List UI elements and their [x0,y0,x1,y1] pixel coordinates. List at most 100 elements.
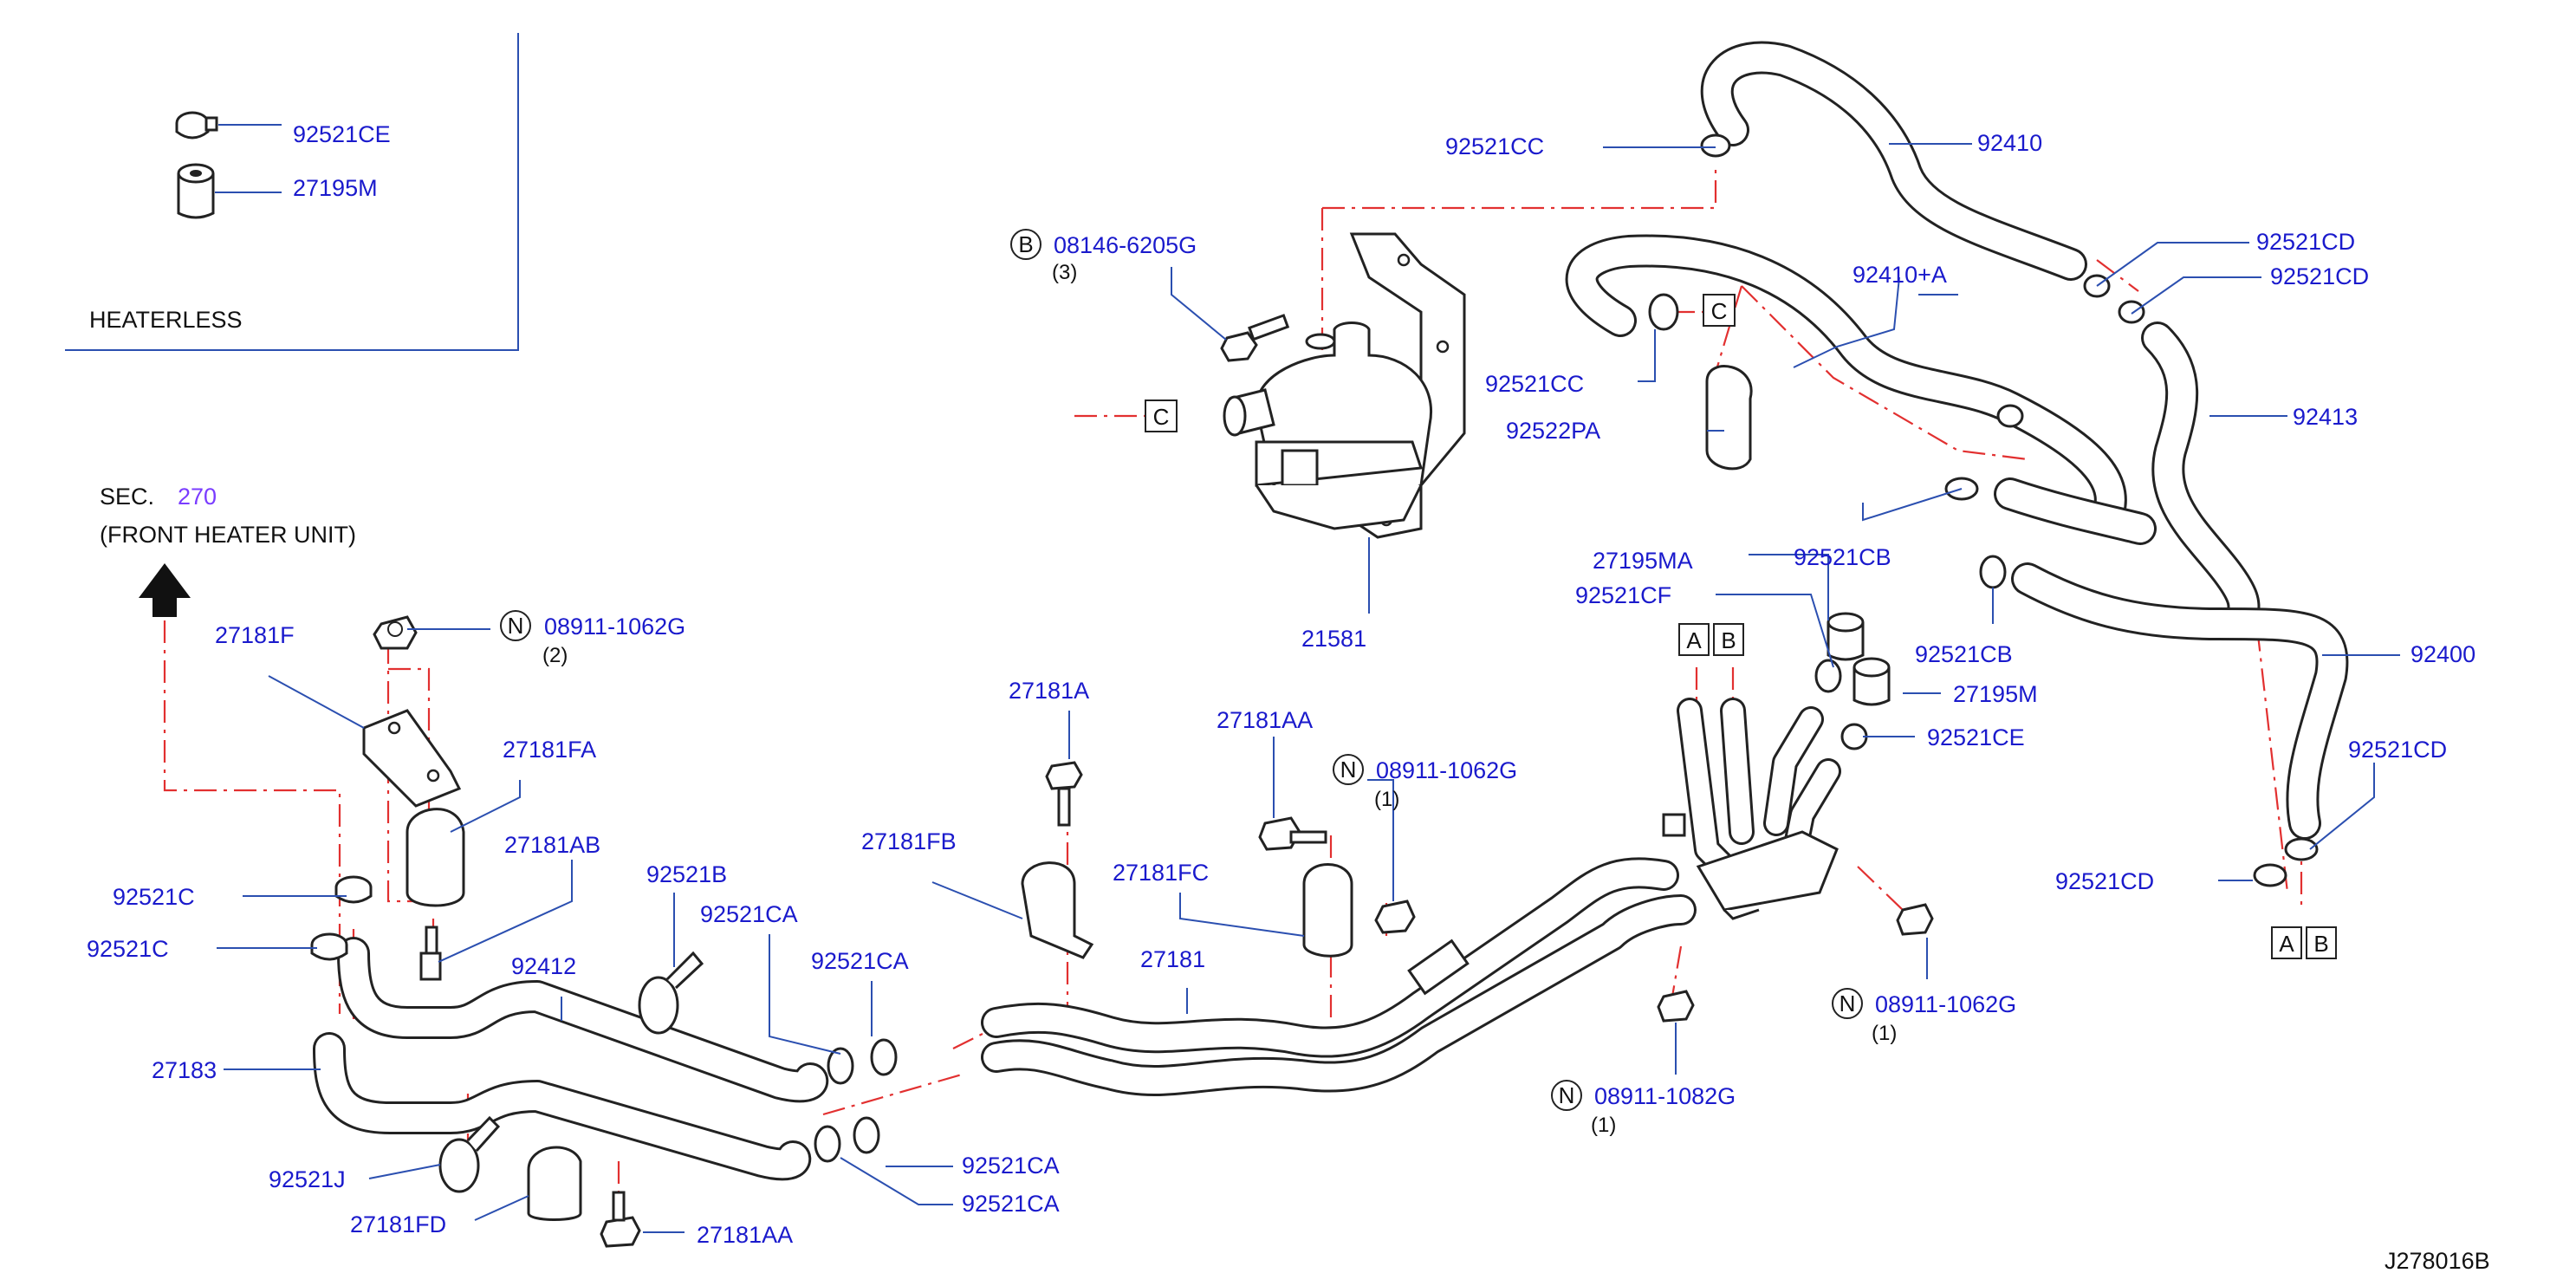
svg-text:N: N [508,613,524,639]
clamp-92521c-1 [334,875,373,904]
label-92410-a: 92410+A [1853,262,1947,288]
label-92521cc-mid: 92521CC [1485,371,1584,397]
section-prefix: SEC. [100,484,154,510]
label-92521ca-1: 92521CA [700,901,798,927]
svg-text:A: A [1686,627,1702,653]
label-27181fd: 27181FD [350,1211,446,1237]
hose-92410-a [1565,234,2157,545]
label-08146-6205g: 08146-6205G [1054,232,1197,258]
label-92413: 92413 [2293,404,2358,430]
label-92521cb-1: 92521CB [1794,544,1891,570]
bracket-27181fa [406,808,465,907]
nut-symbol-d: N [1551,1080,1582,1111]
qty-1-b: (1) [1374,788,1399,811]
label-27181aa-bottom: 27181AA [697,1222,793,1248]
bolt-27181aa-bottom [600,1191,641,1248]
section-reference: SEC. 270 (FRONT HEATER UNIT) [100,484,356,617]
label-92521c-2: 92521C [87,936,169,962]
nut-symbol-b: N [1333,754,1364,785]
label-92412: 92412 [511,953,576,979]
collar-icon [177,163,215,219]
hose-92413 [2141,322,2261,640]
label-92521ca-3: 92521CA [962,1153,1060,1179]
label-92521j: 92521J [269,1166,346,1192]
section-number: 270 [178,484,217,510]
hose-92410 [1700,41,2087,281]
bolt-08146 [1220,314,1290,362]
clamp-icon [175,111,218,140]
qty-1-d: (1) [1591,1114,1616,1137]
label-92521cd-4: 92521CD [2055,868,2154,894]
bracket-27181f [362,709,462,808]
label-08911-1062g-b: 08911-1062G [1376,757,1517,783]
label-08911-1062g-a: 08911-1062G [544,614,685,640]
label-27181a: 27181A [1009,678,1089,704]
ref-box-a-right: A [2271,926,2302,959]
svg-text:C: C [1153,404,1170,430]
label-27195m: 27195M [1953,681,2038,707]
label-21581: 21581 [1301,626,1366,652]
bracket-assembly-right [1662,813,1839,920]
nut-symbol-a: N [500,610,531,641]
collars [1827,612,1891,706]
bolt-27181aa-mid [1258,816,1327,851]
leader-lines [217,143,2400,1233]
label-27181f: 27181F [215,622,295,648]
heaterless-note: HEATERLESS [89,307,243,333]
label-92521ce: 92521CE [1927,724,2025,750]
arrow-up-icon [139,563,191,617]
hose-92400 [2011,562,2349,840]
legend-clamp-label: 92521CE [293,121,391,147]
svg-text:N: N [1340,757,1357,783]
bolt-27181ab [419,926,442,981]
hose-92412 [337,937,829,1103]
clip-92522pa [1705,365,1753,471]
label-92521cb-2: 92521CB [1915,641,2013,667]
label-92521cf: 92521CF [1575,582,1671,608]
label-92400: 92400 [2411,641,2475,667]
label-92521ca-4: 92521CA [962,1191,1060,1217]
diagram-code: J278016B [2385,1248,2490,1274]
ref-box-a-left: A [1678,623,1710,656]
band-92521b [638,951,704,1035]
bracket-27181fd [527,1146,582,1221]
label-27183: 27183 [152,1057,217,1083]
bracket-27181fb [1021,861,1094,959]
ref-box-c-pump: C [1145,399,1178,432]
part-labels: 92521CC 92410 08146-6205G (3) 92521CD 92… [87,130,2475,1248]
svg-text:C: C [1711,298,1728,324]
clamp-92521c-2 [310,932,348,961]
label-92521cd-2: 92521CD [2270,263,2369,289]
nut-icon [373,615,418,650]
qty-2: (2) [542,644,568,667]
label-27181: 27181 [1140,946,1205,972]
label-92521b: 92521B [646,861,727,887]
hose-27181 [981,698,1841,1097]
qty-1-c: (1) [1872,1022,1897,1045]
nut-08911-c [1896,903,1934,936]
clamps-92521ca-lower [814,1116,880,1163]
clamps-92521ca-upper [827,1038,898,1085]
label-08911-1062g-c: 08911-1062G [1875,991,2016,1017]
legend-box: 92521CE 27195M HEATERLESS [65,33,519,351]
pipe-joint [1407,939,1470,996]
hose-27183 [313,1032,812,1181]
svg-text:A: A [2279,931,2294,957]
section-description: (FRONT HEATER UNIT) [100,522,356,548]
label-92521ca-2: 92521CA [811,948,909,974]
label-27181aa-mid: 27181AA [1217,707,1313,733]
bolt-27181a [1045,761,1083,827]
label-27181fc: 27181FC [1113,860,1209,886]
nut-08911-d [1657,990,1695,1023]
label-92522pa: 92522PA [1506,418,1600,444]
label-27181fb: 27181FB [861,828,957,854]
label-92521cd-3: 92521CD [2348,737,2447,763]
ref-box-b-left: B [1713,623,1744,656]
label-08911-1082g: 08911-1082G [1594,1083,1736,1109]
nut-symbol-c: N [1832,988,1863,1019]
label-92521c-1: 92521C [113,884,195,910]
electric-water-pump [1223,232,1466,539]
label-27195ma: 27195MA [1593,548,1693,574]
legend-collar-label: 27195M [293,175,378,201]
